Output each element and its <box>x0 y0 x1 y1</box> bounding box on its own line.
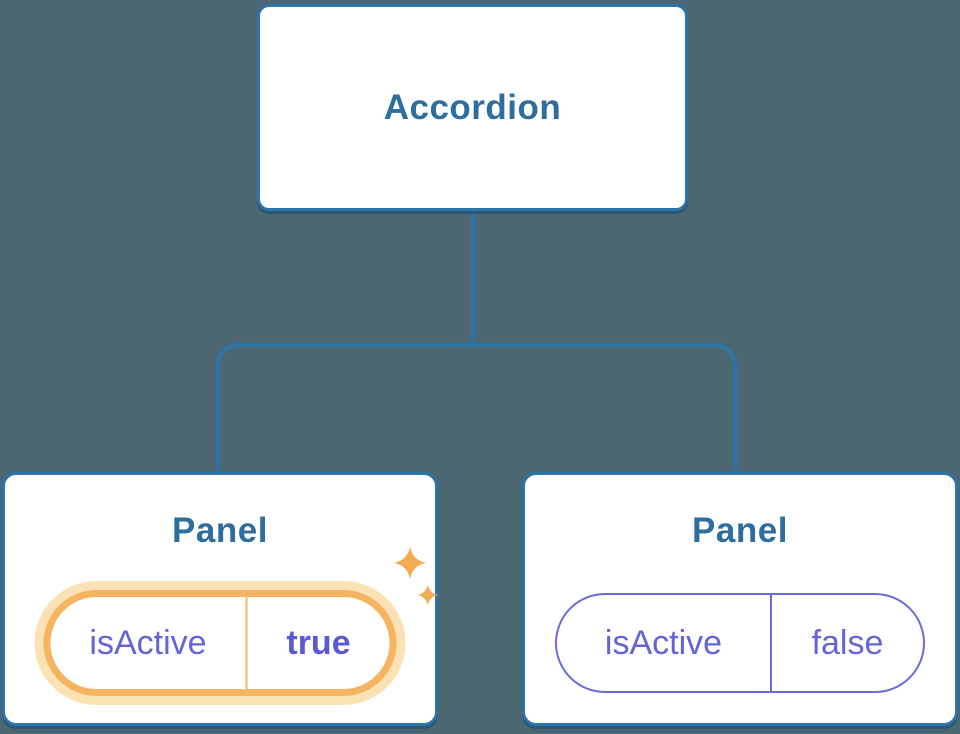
state-value-label: false <box>811 623 884 662</box>
tree-connector-branches <box>216 343 737 471</box>
state-pill-inactive: isActive false <box>555 593 925 693</box>
accordion-node: Accordion <box>257 4 688 211</box>
state-key-label: isActive <box>51 597 248 689</box>
state-key-label: isActive <box>557 595 772 691</box>
panel-node-right-label: Panel <box>692 511 788 550</box>
tree-connector-stem <box>471 209 475 345</box>
state-value-label: true <box>286 623 351 662</box>
accordion-node-label: Accordion <box>383 87 562 127</box>
panel-node-right: Panel isActive false <box>522 472 958 726</box>
panel-node-left: Panel isActive true <box>2 472 439 726</box>
sparkle-icon-small <box>417 584 439 606</box>
sparkle-icon <box>393 547 439 606</box>
sparkle-icon-large <box>393 547 427 579</box>
panel-node-left-label: Panel <box>172 511 268 550</box>
state-pill-active: isActive true <box>43 590 397 696</box>
